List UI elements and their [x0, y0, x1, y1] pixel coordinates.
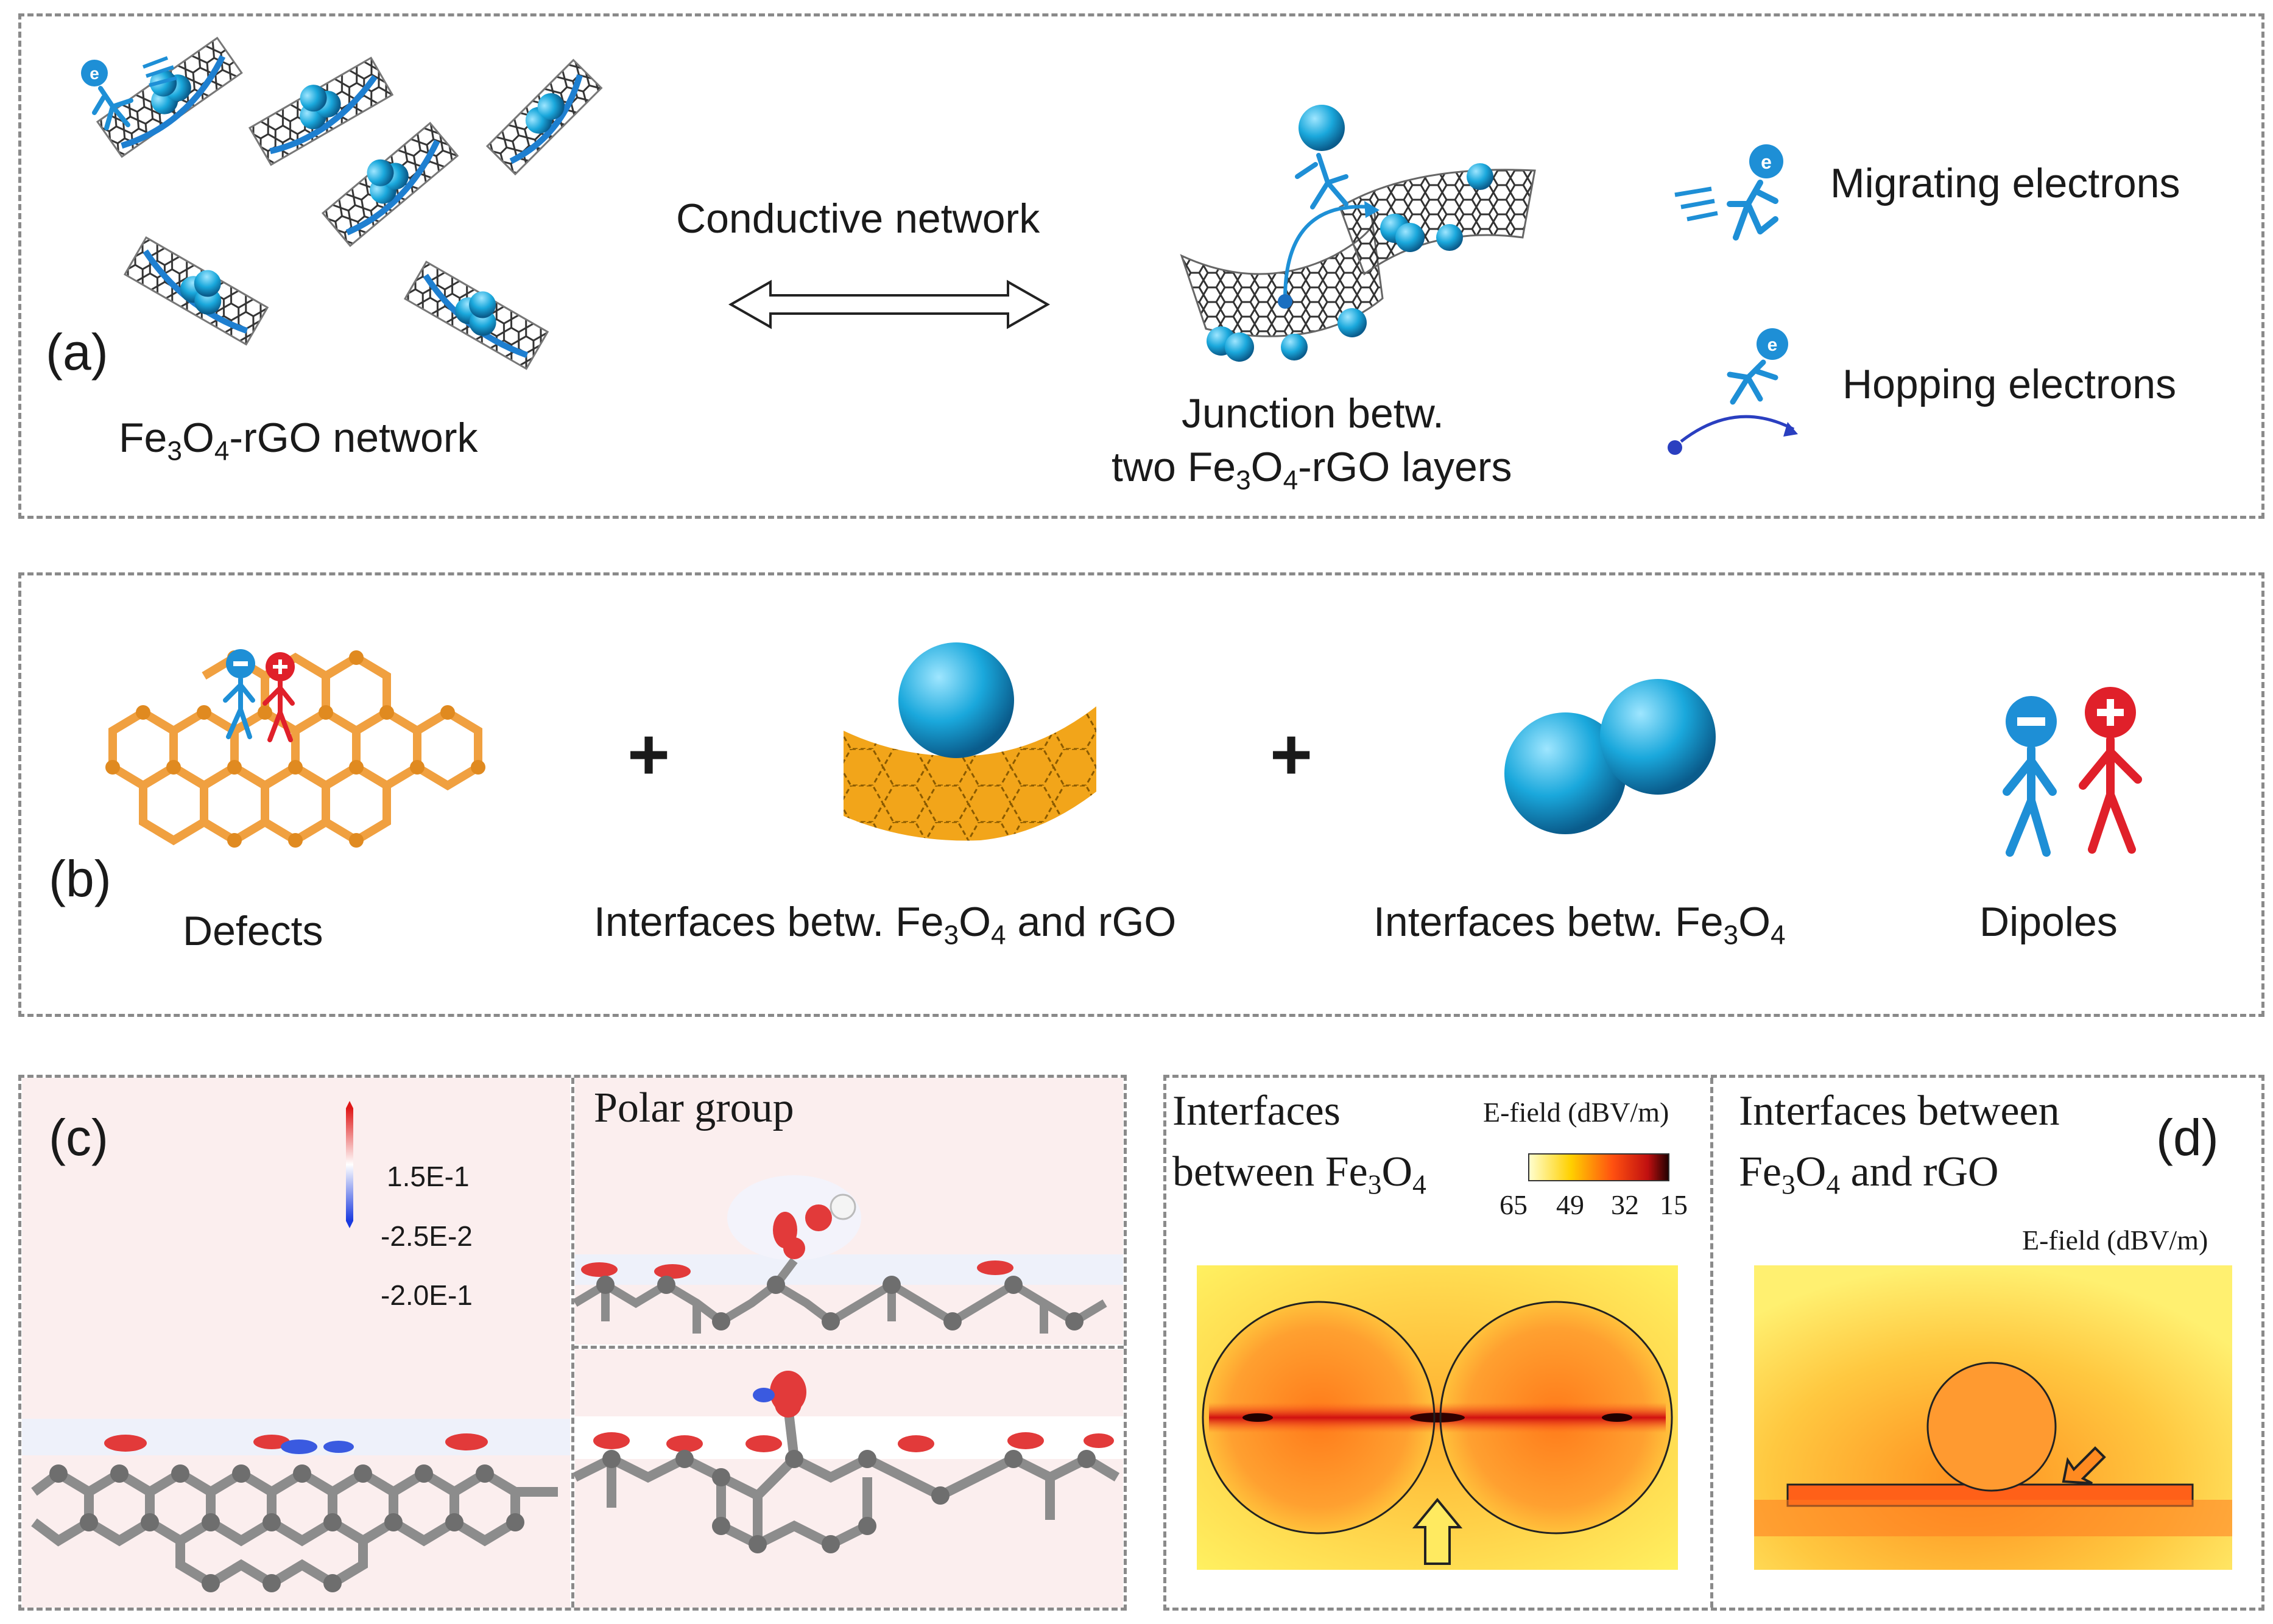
colorbar-min-label: -2.0E-1 — [381, 1279, 473, 1311]
electron-symbol: e — [90, 64, 99, 83]
interface-fe3o4-rgo-label: Interfaces betw. Fe3O4 and rGO — [594, 899, 1177, 951]
conductive-network-label: Conductive network — [676, 195, 1040, 242]
rgo-sheet — [96, 37, 243, 158]
dipoles-label: Dipoles — [1979, 899, 2118, 945]
panel-b-label: (b) — [49, 850, 111, 907]
panel-c-label: (c) — [49, 1109, 108, 1166]
panel-d-divider — [1710, 1078, 1713, 1608]
migrating-electron-legend-icon: e — [1674, 144, 1783, 241]
rgo-sheet — [485, 58, 603, 176]
plus-sign: + — [1270, 714, 1313, 795]
double-arrow-icon — [728, 279, 1051, 329]
left-efield-tick: 32 — [1611, 1189, 1639, 1220]
efield-map-fe3o4-rgo — [1754, 1265, 2232, 1570]
colorbar-mid-label: -2.5E-2 — [381, 1220, 473, 1252]
rgo-sheet — [248, 56, 394, 166]
panel-d-right-title-line2: Fe3O4 and rGO — [1739, 1148, 1999, 1200]
left-efield-tick: 15 — [1660, 1189, 1688, 1220]
left-efield-colorbar — [1528, 1153, 1669, 1181]
panel-d-label: (d) — [2156, 1109, 2219, 1166]
network-label: Fe3O4-rGO network — [119, 415, 478, 466]
junction-label-line2: two Fe3O4-rGO layers — [1112, 444, 1512, 496]
electron-symbol: e — [1767, 335, 1778, 355]
colorbar-max-label: 1.5E-1 — [387, 1161, 470, 1192]
electron-symbol: e — [1761, 151, 1772, 173]
plus-sign: + — [627, 714, 671, 795]
panel-d — [1163, 1075, 2264, 1611]
left-efield-tick: 65 — [1499, 1189, 1528, 1220]
right-efield-label: E-field (dBV/m) — [2022, 1225, 2208, 1256]
panel-d-right-title-line1: Interfaces between — [1739, 1088, 2060, 1134]
junction-label-line1: Junction betw. — [1182, 390, 1444, 437]
panel-c — [18, 1075, 1127, 1611]
efield-map-fe3o4-fe3o4 — [1197, 1265, 1678, 1570]
panel-a — [18, 13, 2264, 519]
fe3o4-fe3o4-interface-illustration — [1504, 679, 1716, 834]
defects-label: Defects — [183, 908, 323, 954]
dipoles-illustration — [2003, 687, 2142, 857]
panel-d-left-title-line1: Interfaces — [1172, 1088, 1341, 1134]
fe3o4-rgo-network-illustration — [96, 37, 603, 370]
rgo-sheet — [403, 260, 549, 370]
panel-d-left-title-line2: between Fe3O4 — [1172, 1148, 1426, 1200]
defects-illustration — [105, 649, 485, 848]
panel-c-hdivider — [573, 1346, 1124, 1349]
legend-hopping-electrons: Hopping electrons — [1842, 361, 2177, 407]
left-efield-label: E-field (dBV/m) — [1483, 1097, 1669, 1128]
junction-illustration — [1180, 105, 1536, 362]
panel-c-divider — [571, 1078, 574, 1608]
legend-migrating-electrons: Migrating electrons — [1830, 160, 2180, 206]
charge-density-plot-pristine — [22, 1078, 570, 1608]
polar-group-label: Polar group — [594, 1084, 794, 1131]
fe3o4-rgo-interface-illustration — [844, 642, 1096, 841]
left-efield-tick: 49 — [1556, 1189, 1584, 1220]
rgo-sheet — [123, 236, 269, 346]
interface-fe3o4-label: Interfaces betw. Fe3O4 — [1373, 899, 1786, 951]
rgo-sheet — [321, 122, 459, 247]
panel-b — [18, 572, 2264, 1017]
hopping-electron-legend-icon: e — [1668, 328, 1798, 455]
migrating-electron-icon: e — [81, 56, 177, 130]
charge-density-plot-polar-bottom — [573, 1349, 1123, 1608]
panel-a-label: (a) — [46, 323, 108, 381]
charge-density-plot-polar-top — [573, 1078, 1123, 1345]
